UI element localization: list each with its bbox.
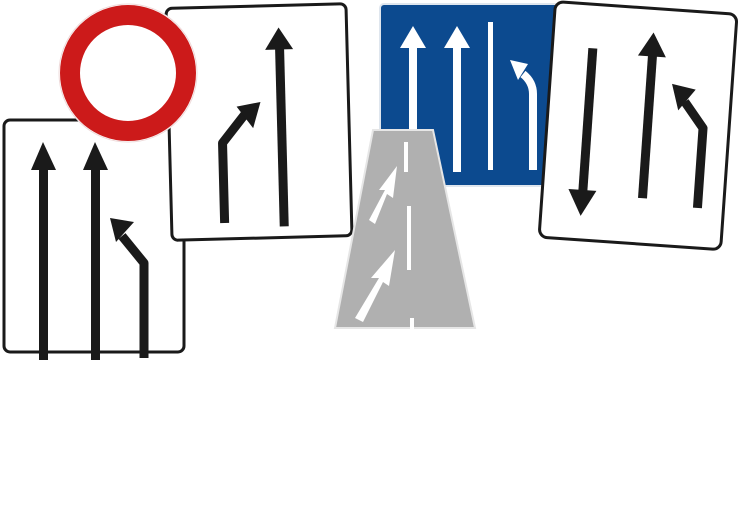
- road-svg: [333, 129, 477, 330]
- arrow-up-icon: [637, 32, 666, 199]
- arrow-turn-left-icon: [110, 218, 149, 358]
- lane-board-left-3lanes: [2, 118, 192, 360]
- arrow-up-icon: [265, 27, 294, 227]
- arrow-up-icon: [31, 142, 56, 360]
- circle-sign-svg: [58, 3, 198, 143]
- arrow-curve-left-icon: [672, 83, 708, 209]
- arrow-up-icon: [400, 26, 426, 172]
- arrow-bend-right-icon: [218, 101, 261, 224]
- priority-oncoming-circle: [57, 2, 199, 144]
- merge-arrow-icon: [355, 250, 395, 322]
- lane-divider: [488, 22, 493, 170]
- arrow-down-icon: [568, 47, 598, 216]
- lane-board-svg: [2, 118, 186, 360]
- lane-board-svg: [164, 2, 354, 242]
- gray-road-merge: [333, 128, 477, 333]
- arrow-curve-left-icon: [510, 60, 537, 170]
- arrow-up-icon: [444, 26, 470, 172]
- lane-board-merge-right: [162, 0, 358, 244]
- arrow-up-icon: [83, 142, 108, 360]
- merge-arrow-icon: [369, 166, 397, 224]
- lane-board-svg: [538, 0, 739, 251]
- lane-board-oncoming: [535, 0, 750, 256]
